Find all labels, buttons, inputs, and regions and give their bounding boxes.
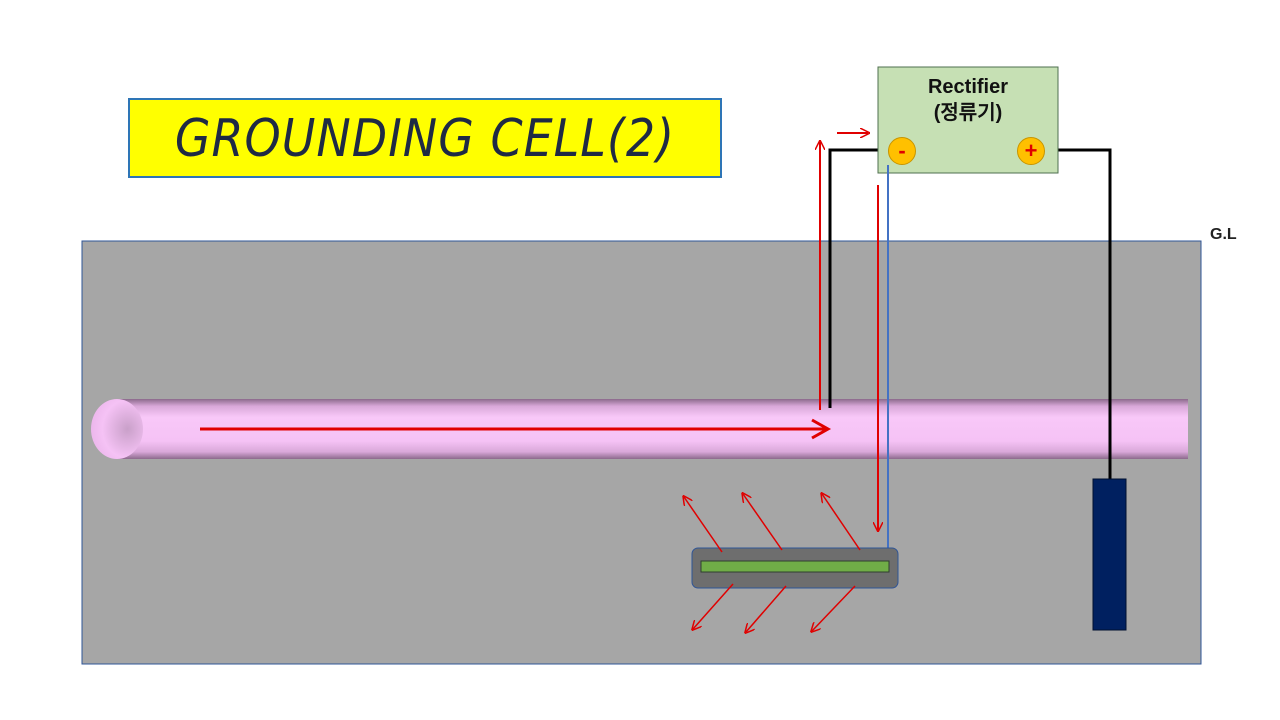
discharge-arrow xyxy=(812,585,856,631)
discharge-arrow xyxy=(693,583,734,629)
negative-wire xyxy=(828,148,892,408)
rectifier-label-line1: Rectifier xyxy=(927,76,1009,98)
title-banner: GROUNDING CELL(2) xyxy=(128,98,722,178)
discharge-arrow xyxy=(746,585,787,632)
rectifier-label: Rectifier (정류기) xyxy=(878,74,1058,126)
positive-wire xyxy=(1045,148,1112,480)
anode-strip xyxy=(700,560,890,573)
discharge-arrow xyxy=(743,494,783,551)
positive-terminal: + xyxy=(1017,137,1045,165)
ground-electrode xyxy=(1092,478,1127,631)
pipe-end xyxy=(91,399,143,459)
negative-terminal: - xyxy=(888,137,916,165)
discharge-arrow xyxy=(822,494,861,551)
discharge-arrow xyxy=(684,497,723,553)
rectifier-label-line2: (정류기) xyxy=(933,102,1003,124)
ground-level-label: G.L xyxy=(1210,226,1237,243)
page-title: GROUNDING CELL(2) xyxy=(174,107,676,169)
